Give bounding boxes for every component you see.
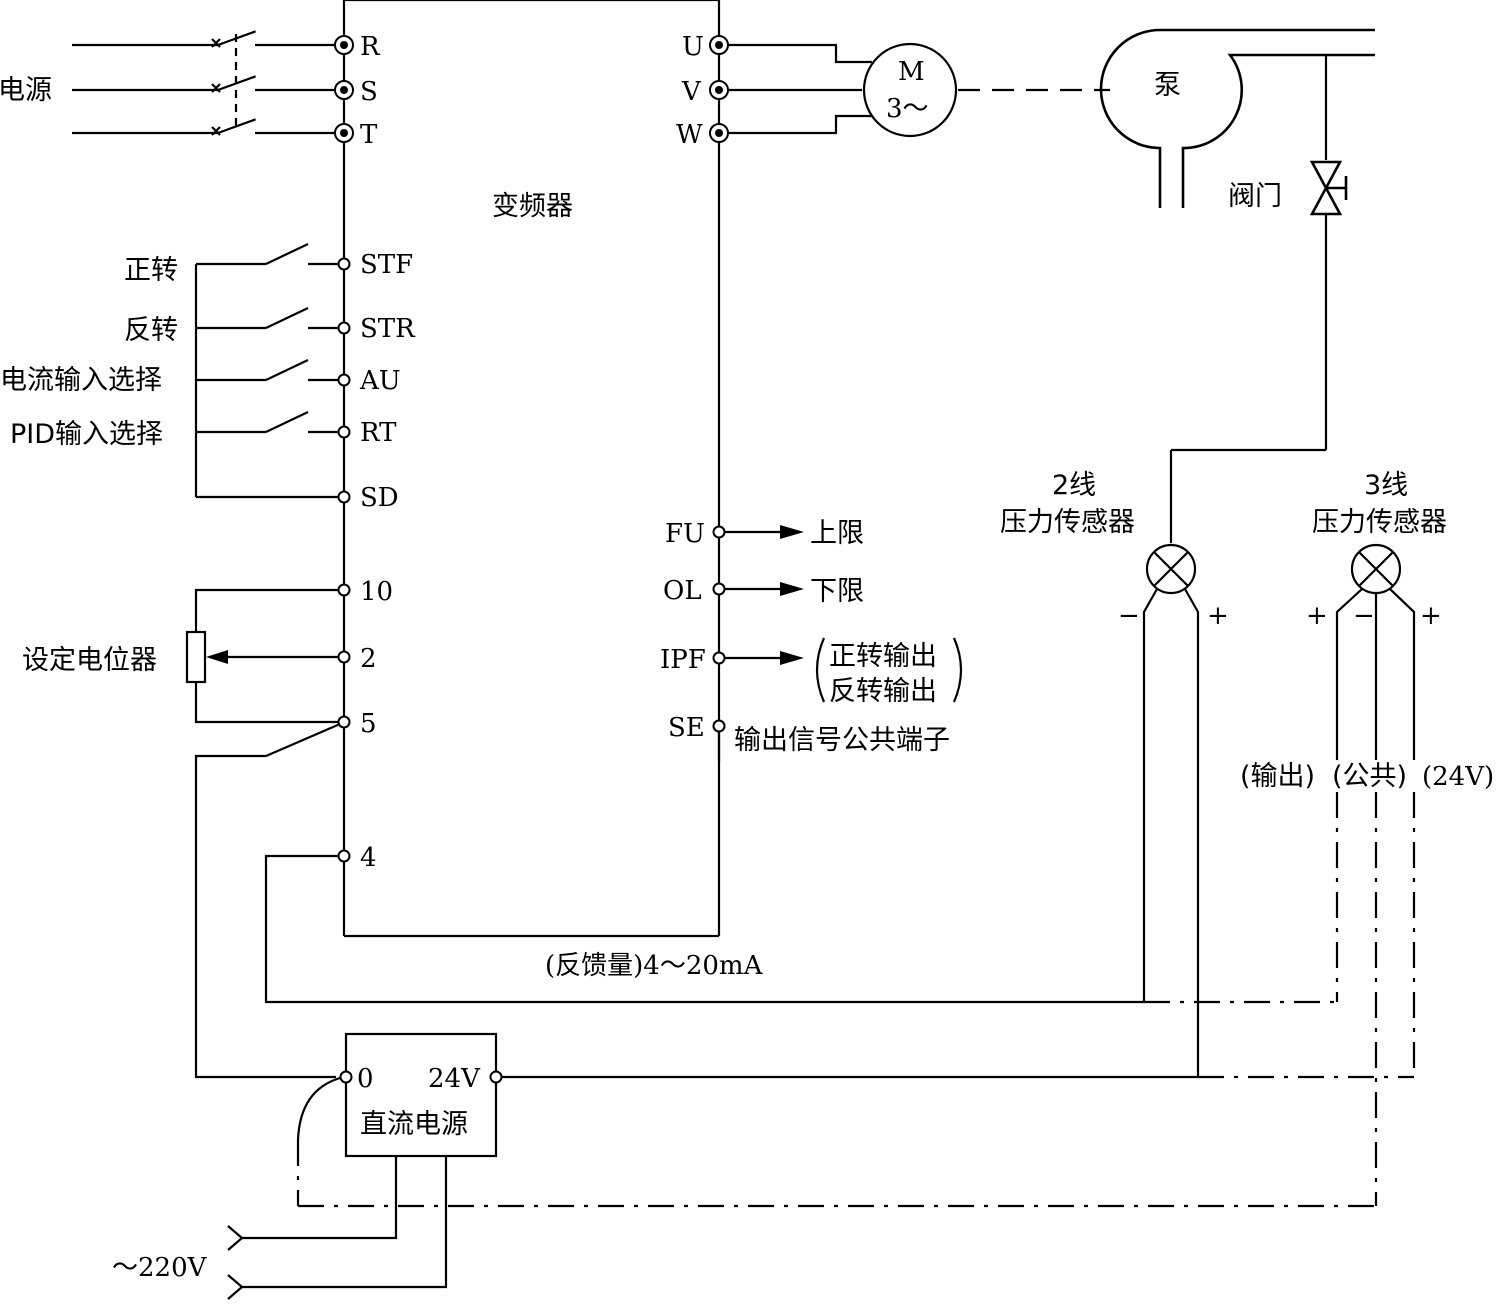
lower-limit-label: 下限 bbox=[810, 576, 864, 607]
sensor3-type: 3线 bbox=[1364, 470, 1408, 501]
inverter-label: 变频器 bbox=[492, 191, 573, 222]
motor-phase: 3～ bbox=[886, 94, 929, 124]
terminal-10: 10 bbox=[360, 577, 393, 607]
dc-supply-label: 直流电源 bbox=[360, 1109, 468, 1140]
pump: 泵 bbox=[1099, 28, 1375, 208]
output-signals: FU OL IPF SE 上限 下限 正转输出 反转输出 输出信号公共端子 bbox=[660, 518, 963, 762]
mains-label: ～220V bbox=[112, 1253, 208, 1283]
power-input: 电源 bbox=[0, 30, 334, 136]
feedback-label: (反馈量)4～20mA bbox=[545, 951, 764, 981]
upper-limit-label: 上限 bbox=[810, 518, 864, 549]
terminal-sd: SD bbox=[360, 483, 399, 513]
sensor2-label: 压力传感器 bbox=[1000, 507, 1135, 538]
sensor3-minus: − bbox=[1353, 601, 1375, 631]
terminal-5: 5 bbox=[360, 709, 377, 739]
terminal-v: V bbox=[681, 77, 702, 107]
terminal-fu: FU bbox=[665, 519, 705, 549]
terminal-t: T bbox=[360, 120, 378, 150]
reverse-label: 反转 bbox=[124, 315, 178, 346]
pid-select-label: PID输入选择 bbox=[10, 419, 163, 450]
power-terminals: R S T bbox=[334, 32, 381, 150]
motor: M 3～ bbox=[862, 42, 1110, 138]
terminal-2: 2 bbox=[360, 644, 377, 674]
terminal-stf: STF bbox=[360, 250, 413, 280]
terminal-se: SE bbox=[668, 713, 705, 743]
terminal-ipf: IPF bbox=[660, 645, 706, 675]
terminal-u: U bbox=[682, 32, 704, 62]
sensor2-minus: − bbox=[1118, 601, 1140, 631]
terminal-4: 4 bbox=[360, 843, 377, 873]
forward-output-label: 正转输出 bbox=[829, 641, 937, 672]
sensor3-plus-left: + bbox=[1306, 601, 1328, 631]
sensor3-plus-right: + bbox=[1420, 601, 1442, 631]
terminal-w: W bbox=[676, 120, 703, 150]
sensor-2wire: 2线 压力传感器 − + bbox=[1000, 450, 1229, 1077]
control-inputs: STF STR AU RT SD 正转 反转 电流输入选择 PID输入选择 bbox=[0, 243, 416, 513]
sensor3-common-label: (公共) bbox=[1332, 761, 1407, 792]
valve: 阀门 bbox=[1171, 55, 1348, 452]
output-terminals: U V W bbox=[676, 32, 872, 150]
terminal-r: R bbox=[360, 32, 381, 62]
terminal-s: S bbox=[360, 77, 378, 107]
pot-label: 设定电位器 bbox=[22, 645, 157, 676]
power-label: 电源 bbox=[0, 75, 52, 106]
dc-24v-terminal: 24V bbox=[428, 1064, 481, 1094]
pump-label: 泵 bbox=[1154, 70, 1181, 101]
sensor3-label: 压力传感器 bbox=[1312, 507, 1447, 538]
sensor2-plus: + bbox=[1207, 601, 1229, 631]
terminal-au: AU bbox=[359, 366, 401, 396]
sensor3-24v-label: (24V) bbox=[1422, 762, 1494, 792]
terminal-ol: OL bbox=[663, 576, 702, 606]
terminal-rt: RT bbox=[360, 418, 397, 448]
forward-label: 正转 bbox=[124, 255, 178, 286]
analog-section: 10 2 5 4 设定电位器 (反馈量)4～20mA bbox=[22, 577, 1144, 1079]
dc-supply: 0 24V 直流电源 ～220V bbox=[112, 1032, 1414, 1300]
sensor2-type: 2线 bbox=[1052, 470, 1096, 501]
dc-zero-terminal: 0 bbox=[357, 1064, 374, 1094]
current-select-label: 电流输入选择 bbox=[0, 365, 162, 396]
sensor3-output-label: (输出) bbox=[1240, 761, 1315, 792]
valve-label: 阀门 bbox=[1228, 181, 1282, 212]
se-description: 输出信号公共端子 bbox=[734, 725, 950, 756]
sensor-3wire: 3线 压力传感器 + − + (输出) (公共) (24V) bbox=[1144, 470, 1494, 1206]
terminal-str: STR bbox=[360, 314, 416, 344]
reverse-output-label: 反转输出 bbox=[829, 676, 937, 707]
inverter-body: 变频器 bbox=[342, 0, 721, 938]
motor-m: M bbox=[898, 57, 925, 87]
